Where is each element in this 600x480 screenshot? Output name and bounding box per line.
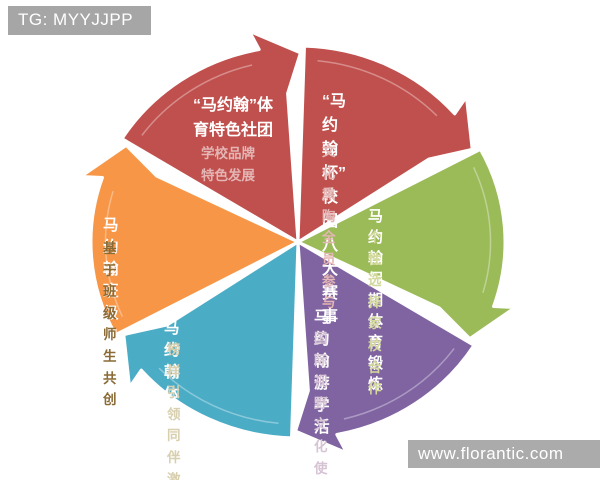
segment-sketch-line-sports-club <box>141 64 253 136</box>
segment-sketch-line-holiday-exercise <box>472 166 492 294</box>
watermark-website: www.florantic.com <box>408 440 600 468</box>
segment-shape-class-projects <box>79 143 300 337</box>
watermark-telegram-tag: TG: MYYJJPP <box>8 6 152 35</box>
segment-shape-holiday-exercise <box>296 147 517 341</box>
segment-sketch-line-class-projects <box>104 190 124 318</box>
segment-shape-sports-club <box>120 29 302 244</box>
segment-shape-talent-show <box>122 240 300 440</box>
segment-sketch-line-talent-show <box>158 367 279 425</box>
segment-sketch-line-study-tour <box>343 348 455 420</box>
segment-shape-study-tour <box>294 240 476 455</box>
segment-shape-campus-events <box>296 44 474 244</box>
segment-sketch-line-campus-events <box>317 59 438 117</box>
